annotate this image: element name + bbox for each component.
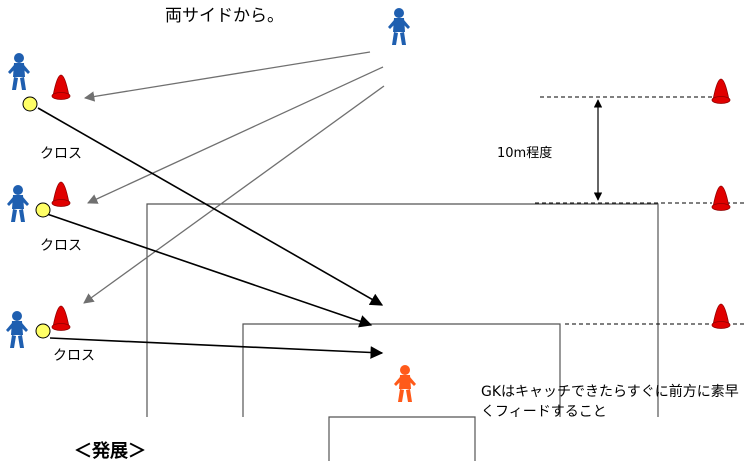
cone-icon	[51, 181, 71, 207]
pass-arrow	[87, 66, 384, 204]
ball-icon	[22, 96, 38, 112]
cone-icon	[51, 305, 71, 331]
player-icon	[7, 185, 29, 222]
cross-arrows	[37, 107, 384, 359]
pass-arrows	[83, 51, 385, 304]
reference-dashes	[535, 96, 744, 325]
player-icon	[8, 53, 30, 90]
ball-icon	[35, 323, 51, 339]
player-icon	[6, 311, 28, 348]
cone-icon	[711, 303, 731, 329]
field-lines	[146, 203, 659, 461]
cross-arrow	[49, 337, 384, 359]
goal-area-line	[242, 323, 561, 417]
cone-icon	[711, 78, 731, 104]
ball-icon	[35, 202, 51, 218]
penalty-area-line	[146, 203, 659, 417]
cone-icon	[711, 185, 731, 211]
cross-arrow	[46, 213, 373, 328]
pass-arrow	[83, 85, 385, 304]
cross-label: クロス	[40, 238, 82, 254]
balls	[22, 96, 51, 339]
goalkeeper-note: GKはキャッチできたらすぐに前方に素早くフィードすること	[481, 384, 739, 421]
cross-label: クロス	[53, 348, 95, 364]
cross-label: クロス	[40, 146, 82, 162]
cone-icon	[51, 74, 71, 100]
goalkeeper-icon	[394, 365, 416, 402]
section-heading: ＜発展＞	[74, 441, 146, 462]
pass-arrow	[83, 51, 371, 102]
goal-line-stub	[328, 416, 476, 461]
cross-arrow	[37, 107, 384, 306]
player-icon	[388, 8, 410, 45]
distance-label: 10m程度	[497, 146, 553, 161]
instruction-text: 両サイドから。	[165, 6, 284, 26]
